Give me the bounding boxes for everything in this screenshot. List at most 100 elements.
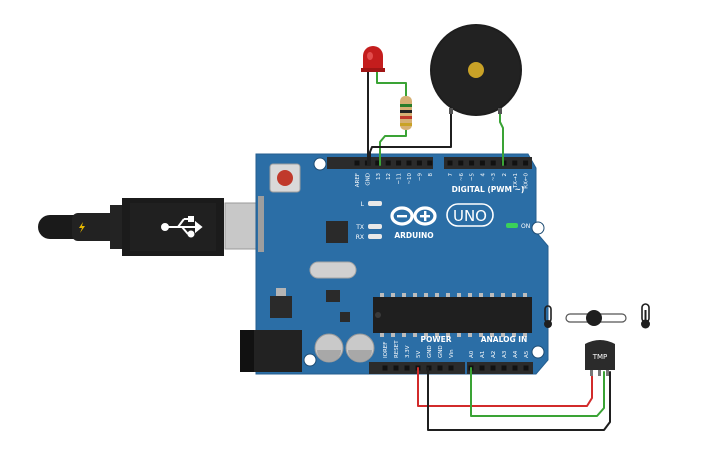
wire-buzzer-pin2[interactable] <box>499 109 504 166</box>
usb-controller-chip <box>326 221 348 243</box>
pin-hole[interactable] <box>447 160 453 166</box>
reset-button[interactable] <box>269 163 301 193</box>
onboard-leds: L TX RX <box>355 201 382 241</box>
pin-hole[interactable] <box>385 160 391 166</box>
pin-label: ~9 <box>417 173 423 182</box>
pin-hole[interactable] <box>469 160 475 166</box>
on-label: ON <box>521 223 530 230</box>
pin-hole[interactable] <box>406 160 412 166</box>
red-led[interactable] <box>361 46 385 72</box>
slider-thumb[interactable] <box>586 310 602 326</box>
thermometer-icon <box>544 305 552 328</box>
pin-hole[interactable] <box>448 365 454 371</box>
power-jack <box>240 330 302 372</box>
usb-icon <box>161 216 203 238</box>
pin-label: IOREF <box>383 342 389 358</box>
uno-text: UNO <box>453 207 487 225</box>
pin-hole[interactable] <box>458 160 464 166</box>
pin-hole[interactable] <box>354 160 360 166</box>
pin-label: GND <box>438 345 444 358</box>
pin-label: AREF <box>355 173 361 187</box>
arduino-logo: ARDUINO <box>390 206 437 240</box>
tmp-sensor[interactable]: TMP <box>585 340 615 376</box>
pin-label: RX←0 <box>524 173 530 189</box>
pin-label: GND <box>365 173 371 186</box>
usb-port <box>258 196 264 252</box>
arduino-board[interactable]: AREF GND 13 12 ~11 ~10 ~9 8 7 ~6 ~5 4 ~3 2 TX→1 RX←0 DI… <box>240 153 549 375</box>
wires[interactable] <box>367 71 611 431</box>
pin-label: A1 <box>480 351 486 358</box>
pin-hole[interactable] <box>490 160 496 166</box>
pin-hole[interactable] <box>479 365 485 371</box>
pin-label: ~3 <box>491 173 497 182</box>
analog-header[interactable] <box>467 362 533 374</box>
piezo-buzzer[interactable] <box>430 24 522 116</box>
pin-label: ~5 <box>470 173 476 182</box>
pin-label: 2 <box>502 173 508 177</box>
pin-hole[interactable] <box>490 365 496 371</box>
digital-header-label: DIGITAL (PWM ~) <box>452 185 525 194</box>
pin-label: A5 <box>524 350 530 358</box>
uno-badge: UNO <box>446 203 494 227</box>
pin-label: RESET <box>394 340 400 358</box>
sensor-label: TMP <box>592 353 608 361</box>
wire-buzzer-gnd[interactable] <box>369 109 452 166</box>
pin-label: A2 <box>491 351 497 358</box>
capacitor-1 <box>314 333 344 363</box>
bolt-icon <box>79 222 85 233</box>
pin-hole[interactable] <box>427 160 433 166</box>
pin-label: 7 <box>448 173 454 177</box>
pin-hole[interactable] <box>501 365 507 371</box>
pin-hole[interactable] <box>393 365 399 371</box>
pin-hole[interactable] <box>479 160 485 166</box>
pin-label: 4 <box>480 173 486 177</box>
pin-hole[interactable] <box>396 160 402 166</box>
capacitor-2 <box>345 333 375 363</box>
pin-hole[interactable] <box>416 160 422 166</box>
pin-label: A4 <box>513 350 519 358</box>
pin-hole[interactable] <box>375 160 381 166</box>
pin-hole[interactable] <box>404 365 410 371</box>
crystal <box>309 261 357 279</box>
logo-text: ARDUINO <box>394 231 433 240</box>
pin-label: TX→1 <box>513 173 519 189</box>
pin-hole[interactable] <box>512 365 518 371</box>
power-led: ON <box>506 223 530 230</box>
pin-label: Vin <box>449 349 455 358</box>
pin-label: A3 <box>502 350 508 358</box>
wire-a0-sensor[interactable] <box>470 367 605 417</box>
resistor[interactable] <box>400 96 412 130</box>
pin-hole[interactable] <box>382 365 388 371</box>
pin-label: ~11 <box>397 173 403 185</box>
thermometer-icon <box>641 303 650 329</box>
pin-label: 13 <box>376 173 382 180</box>
wire-resistor-pin13[interactable] <box>379 129 407 166</box>
pin-label: A0 <box>469 350 475 358</box>
power-header-label: POWER <box>420 335 451 344</box>
temperature-slider[interactable] <box>544 303 650 329</box>
wire-5v-sensor[interactable] <box>417 367 593 407</box>
smd-chip <box>340 312 350 322</box>
pin-label: 5V <box>416 351 422 358</box>
pin-label: 12 <box>386 173 392 180</box>
pin-label: 8 <box>428 173 434 177</box>
pin-hole[interactable] <box>512 160 518 166</box>
wire-gnd-sensor[interactable] <box>427 367 611 431</box>
pin-hole[interactable] <box>523 365 529 371</box>
digital-pin-labels: AREF GND 13 12 ~11 ~10 ~9 8 7 ~6 ~5 4 ~3 2 TX→1 RX←0 <box>355 173 530 190</box>
atmega-chip <box>373 293 532 337</box>
pin-hole[interactable] <box>437 365 443 371</box>
digital-pin-holes[interactable] <box>354 160 529 166</box>
usb-cable[interactable] <box>38 198 260 256</box>
led-label-l: L <box>361 201 365 208</box>
wire-led-resistor[interactable] <box>376 71 407 98</box>
analog-header-label: ANALOG IN <box>481 335 528 344</box>
led-label-tx: TX <box>355 224 364 231</box>
pin-label: ~6 <box>459 173 465 182</box>
pin-label: ~10 <box>407 173 413 185</box>
pin-label: 3.3V <box>405 345 411 358</box>
pin-hole[interactable] <box>523 160 529 166</box>
led-label-rx: RX <box>356 234 364 241</box>
